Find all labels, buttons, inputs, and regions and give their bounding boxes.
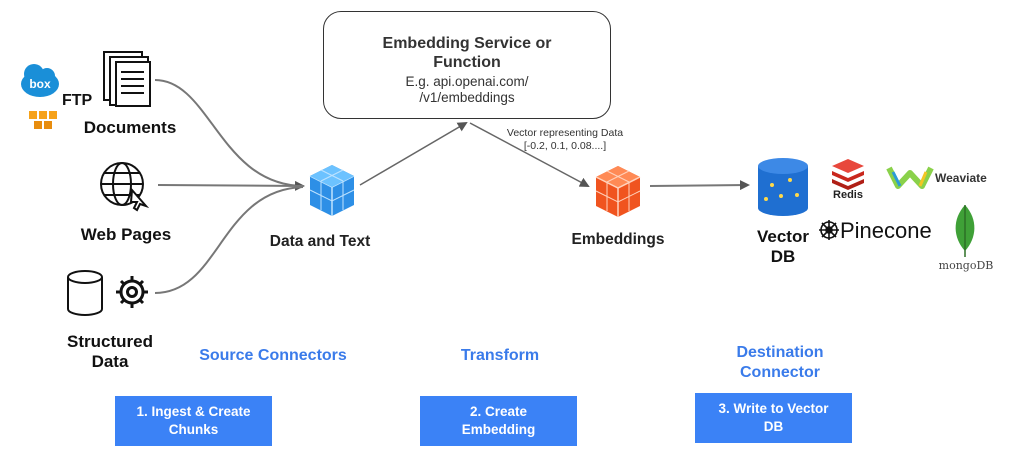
embedding-service-title: Embedding Service or Function	[382, 35, 552, 71]
vector-note: Vector representing Data [-0.2, 0.1, 0.0…	[506, 127, 624, 152]
gear-icon	[116, 276, 148, 308]
mongodb-label: mongoDB	[938, 259, 994, 272]
globe-icon	[100, 162, 150, 212]
embeddings-cubes-icon	[595, 166, 641, 217]
embedding-service-box: Embedding Service or Function E.g. api.o…	[323, 11, 611, 119]
embeddings-label: Embeddings	[571, 231, 665, 248]
box-label: box	[29, 77, 51, 91]
storage-blocks-icon	[29, 111, 57, 129]
vector-db-icon	[758, 158, 808, 216]
documents-label: Documents	[83, 118, 177, 137]
pinecone-label: Pinecone	[840, 218, 932, 243]
redis-logo	[832, 159, 864, 190]
documents-to-data-arrow	[154, 79, 305, 191]
web-to-data-arrow	[157, 184, 304, 187]
stage-transform: Transform	[460, 347, 540, 364]
weaviate-logo	[886, 166, 934, 189]
step-ingest-create-chunks: 1. Ingest & Create Chunks	[115, 396, 272, 446]
structured-data-label: Structured Data	[67, 332, 153, 371]
web-pages-label: Web Pages	[80, 225, 172, 244]
embeddings-to-db-arrow	[649, 180, 750, 191]
step-write-vector-db: 3. Write to Vector DB	[695, 393, 852, 443]
service-to-embeddings-arrow	[469, 122, 590, 187]
data-cubes-icon	[309, 165, 355, 216]
structured-to-data-arrow	[154, 186, 304, 294]
data-and-text-label: Data and Text	[269, 233, 371, 250]
mongodb-leaf-logo	[955, 205, 975, 257]
vector-db-label: Vector DB	[757, 227, 809, 266]
database-icon	[67, 270, 103, 316]
documents-icon	[103, 51, 151, 107]
box-logo	[21, 64, 59, 97]
stage-source-connectors: Source Connectors	[199, 347, 347, 364]
ftp-label: FTP	[62, 92, 93, 109]
embedding-service-example: E.g. api.openai.com/ /v1/embeddings	[405, 74, 529, 105]
redis-label: Redis	[833, 189, 863, 201]
stage-destination-connector: Destination Connector	[736, 344, 824, 381]
pinecone-logo	[819, 220, 839, 240]
weaviate-label: Weaviate	[935, 171, 987, 185]
data-to-service-arrow	[359, 121, 468, 186]
step-create-embedding: 2. Create Embedding	[420, 396, 577, 446]
